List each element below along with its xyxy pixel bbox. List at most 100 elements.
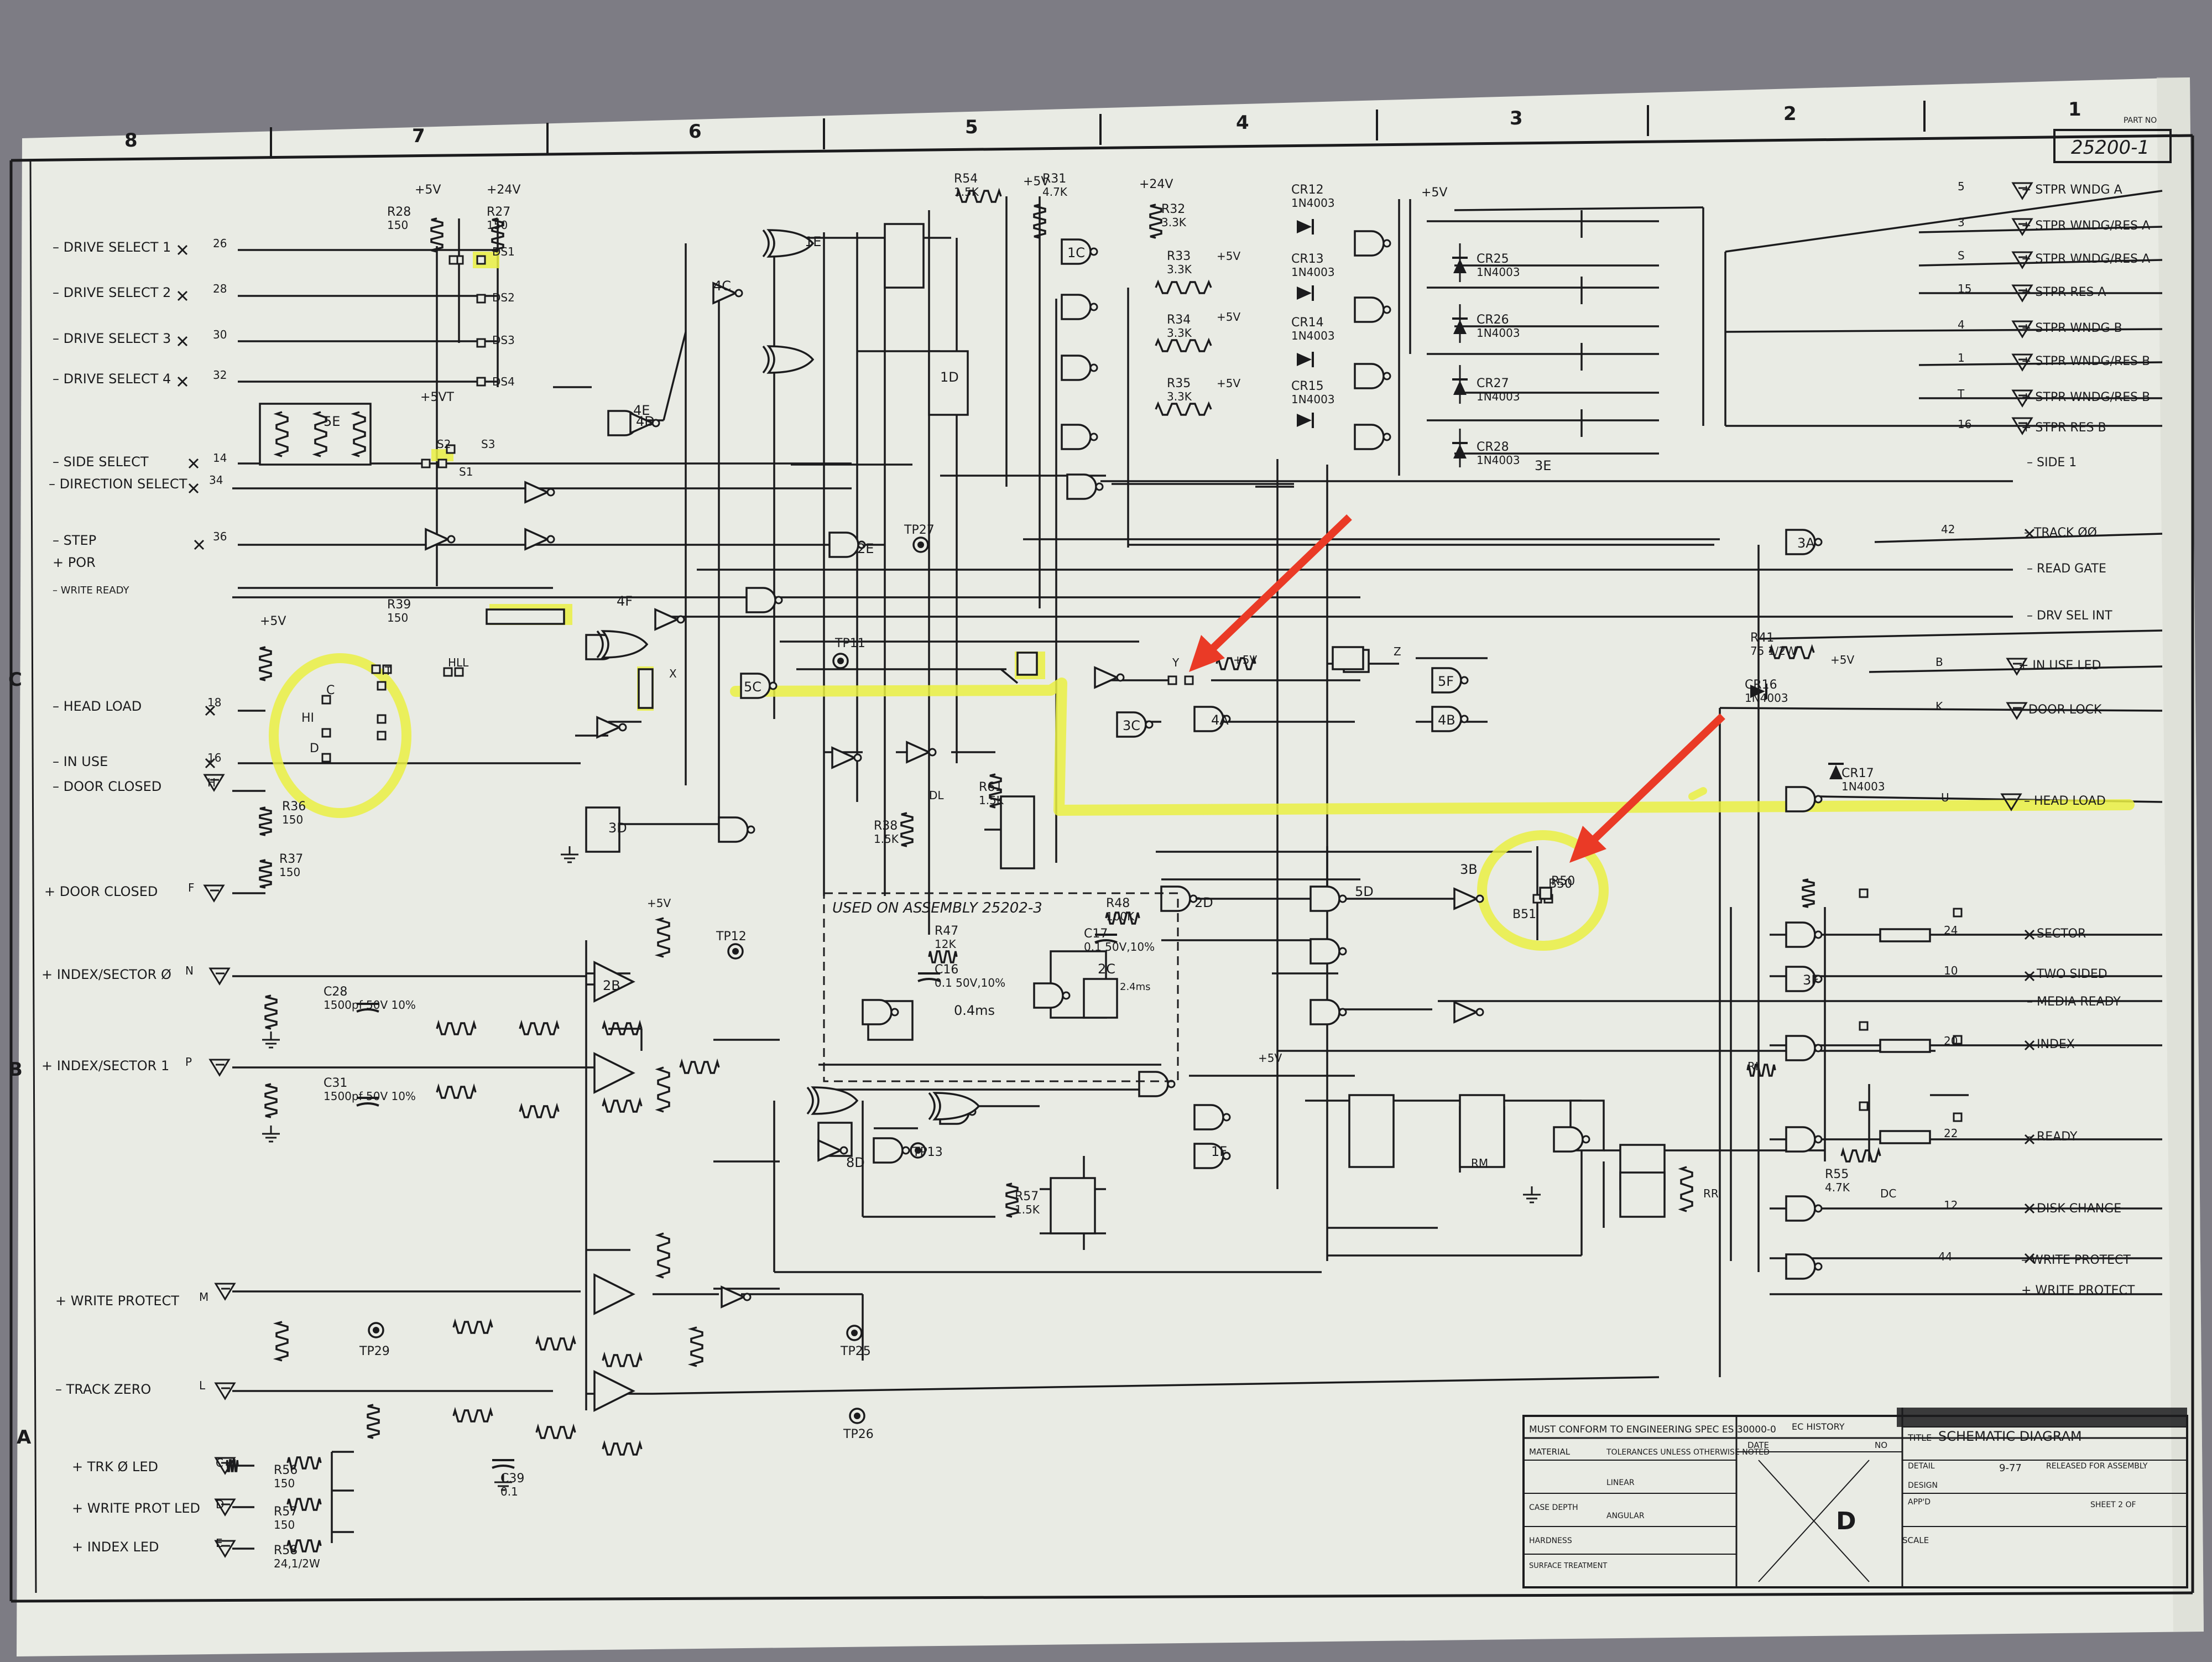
resistor-icon (1768, 644, 1815, 659)
component-ref: R56 (274, 1463, 298, 1477)
resistor-icon (602, 1351, 643, 1367)
connector-pin-icon (2011, 417, 2033, 435)
component-ref: R54 (954, 172, 978, 186)
right-signal-label: + STPR WNDG/RES B (2021, 355, 2150, 368)
supply-label: +5V (1023, 175, 1049, 189)
right-signal-label: – DOOR LOCK (2018, 703, 2102, 717)
right-signal-label: – MEDIA READY (2027, 995, 2121, 1009)
component-ref: CR13 (1291, 252, 1324, 266)
connector-pin-icon (321, 753, 331, 763)
flip-flop-icon (1879, 1130, 1931, 1144)
component-ref: R47 (935, 924, 958, 938)
left-signal-pin: 16 (207, 751, 221, 764)
component-value: 1500pf 50V 10% (324, 1090, 416, 1103)
component-ref: R61 (979, 780, 1003, 794)
title-block: MUST CONFORM TO ENGINEERING SPEC ES 3000… (1522, 1408, 2188, 1588)
diode-icon (1828, 763, 1844, 779)
title-spec: MUST CONFORM TO ENGINEERING SPEC ES 3000… (1529, 1424, 1776, 1435)
component-value: 0.1 (500, 1485, 518, 1498)
supply-label: +5V (260, 614, 286, 628)
connector-pin-icon (1859, 888, 1869, 898)
flip-flop-icon (1348, 1094, 1395, 1168)
title-material: MATERIAL (1529, 1447, 1571, 1457)
resistor-icon (1840, 1147, 1881, 1163)
left-signal-label: + POR (53, 555, 96, 570)
resistor-icon (535, 1335, 576, 1351)
resistor-icon (286, 1539, 322, 1552)
and-gate-icon (1310, 938, 1347, 965)
gate-designator: 3C (1123, 718, 1140, 733)
left-signal-label: – DIRECTION SELECT (49, 476, 187, 492)
left-signal-label: – DOOR CLOSED (53, 779, 161, 794)
supply-label: +24V (1139, 178, 1173, 191)
wire (1725, 190, 2163, 253)
title-text: SCHEMATIC DIAGRAM (1938, 1429, 2082, 1444)
label-b51: B51 (1512, 908, 1536, 921)
component-ref: C39 (500, 1472, 524, 1486)
gate-designator: 2C (1098, 961, 1115, 977)
left-signal-label: – SIDE SELECT (53, 454, 149, 470)
inverter-icon (817, 1139, 848, 1162)
component-ref: R35 (1167, 377, 1191, 390)
title-detail: DETAIL (1908, 1462, 1935, 1471)
and-gate-icon (1431, 706, 1469, 732)
right-signal-pin: 24 (1944, 924, 1958, 937)
nand-gate-icon (1785, 966, 1823, 992)
connector-pin-icon (377, 731, 387, 741)
and-gate-icon (593, 1052, 635, 1094)
component-ref: CR14 (1291, 316, 1324, 330)
supply-label: +5V (415, 183, 441, 197)
left-signal-pin: 26 (213, 237, 227, 250)
jumper-label: RM (1471, 1156, 1488, 1170)
gate-designator: 4C (713, 278, 731, 294)
jumper-label: RR (1703, 1187, 1719, 1200)
resistor-icon (1802, 878, 1815, 908)
component-value: 100K (1106, 910, 1135, 923)
nand-gate-icon (1785, 1035, 1823, 1061)
connector-pin-icon (448, 255, 458, 265)
flip-flop-icon (638, 668, 654, 709)
and-gate-icon (593, 1273, 635, 1315)
gate-designator: 1F (1211, 1144, 1227, 1159)
right-signal-label: + STPR WNDG B (2021, 321, 2122, 335)
connector-pin-icon (2024, 528, 2035, 539)
component-value: 75 1/2W (1750, 644, 1797, 658)
connector-pin-icon (2024, 1134, 2035, 1145)
connector-pin-icon (454, 667, 464, 677)
title-ec-history: EC HISTORY (1792, 1421, 1845, 1432)
wire (1725, 328, 2163, 333)
xor-gate-icon (596, 630, 649, 659)
connector-pin-icon (208, 967, 231, 986)
test-point-label: TP12 (716, 930, 747, 944)
nand-gate-icon (1061, 238, 1098, 265)
gate-designator: 4E (633, 403, 650, 418)
component-value: 3.3K (1161, 216, 1187, 229)
resistor-icon (602, 1440, 643, 1456)
zone-number: 7 (412, 125, 425, 147)
component-value: 3.3K (1167, 326, 1192, 340)
right-signal-pin: 15 (1958, 282, 1971, 295)
test-point-label: TP29 (359, 1345, 390, 1358)
component-value: 0.1 50V,10% (1084, 940, 1155, 954)
title-tolerances: TOLERANCES UNLESS OTHERWISE NOTED (1606, 1448, 1770, 1457)
flip-flop-icon (1000, 795, 1035, 869)
connector-pin-icon (205, 705, 216, 716)
wire (1454, 206, 1704, 211)
gate-designator: 4A (1211, 712, 1229, 728)
right-signal-pin: K (1936, 700, 1943, 713)
supply-label: +24V (487, 183, 520, 197)
test-point-icon (910, 1142, 926, 1159)
right-signal-label: – READ GATE (2027, 562, 2106, 576)
left-signal-label: + TRK Ø LED (72, 1459, 158, 1475)
connector-pin-icon (1184, 675, 1194, 685)
gate-designator: 2D (1194, 895, 1213, 910)
title-no: NO (1875, 1440, 1887, 1450)
and-gate-icon (862, 999, 899, 1025)
component-ref: R39 (387, 598, 411, 612)
title-date-value: 9-77 (1999, 1462, 2022, 1474)
connector-pin-icon (2011, 389, 2033, 408)
capacitor-icon (1094, 934, 1118, 944)
connector-pin-icon (476, 294, 486, 304)
resistor-icon (1746, 1064, 1776, 1077)
